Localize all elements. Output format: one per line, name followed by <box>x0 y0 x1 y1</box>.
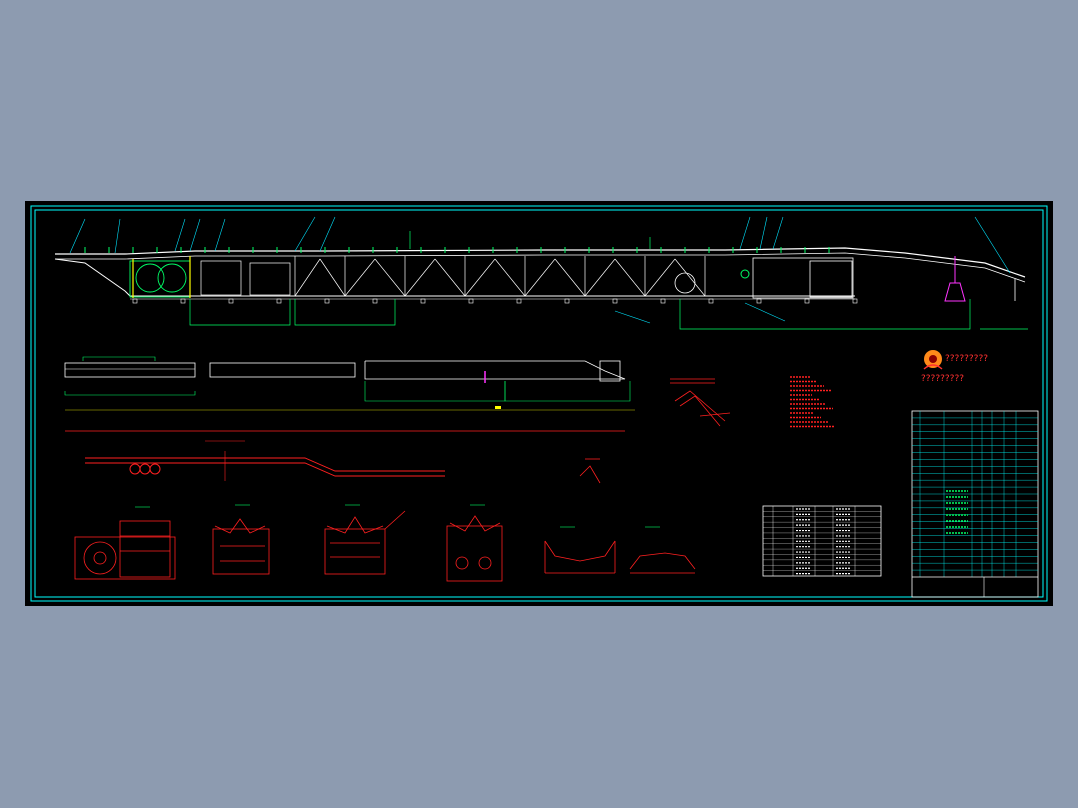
roller-detail <box>579 378 731 484</box>
technical-notes <box>790 376 835 428</box>
title-block <box>911 410 1039 598</box>
drawing-sheet: ????????? ????????? <box>25 201 1053 606</box>
inner-border <box>34 209 1044 598</box>
outer-border <box>30 205 1048 602</box>
section-labels <box>135 504 660 528</box>
company-logo: ????????? ????????? <box>921 350 988 384</box>
section-views <box>74 510 696 582</box>
segment-views <box>64 356 635 481</box>
parts-list-table <box>762 505 882 577</box>
logo-caption-bottom: ????????? <box>921 374 964 384</box>
main-elevation-view <box>54 216 1028 330</box>
drawing-canvas: ????????? ????????? <box>30 205 1048 602</box>
logo-caption-top: ????????? <box>945 354 988 364</box>
